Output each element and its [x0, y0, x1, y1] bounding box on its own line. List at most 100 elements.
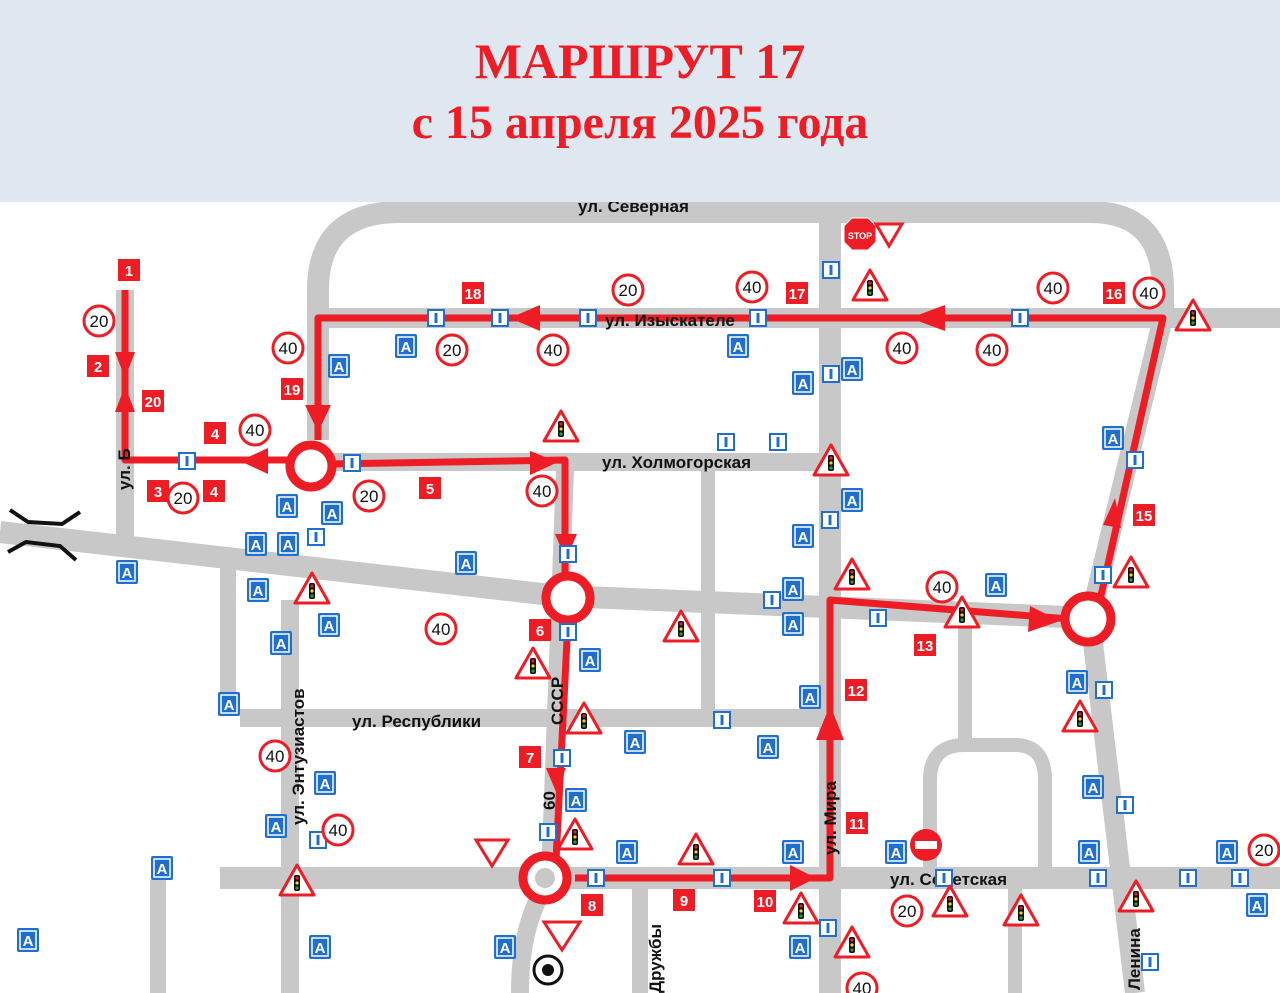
speed-limit-icon: 20	[1247, 833, 1280, 867]
speed-limit-icon: 40	[1132, 276, 1166, 310]
parking-icon: A	[1216, 840, 1238, 864]
route-step-label: 10	[757, 894, 774, 911]
parking-label: A	[795, 940, 806, 957]
traffic-light-warning-icon	[542, 409, 580, 443]
parking-label: A	[315, 940, 326, 957]
street-labels: ул. Северная ул. Изыскателе ул. Холмогор…	[115, 197, 1144, 993]
bus-stop-icon	[178, 452, 196, 470]
parking-icon: A	[727, 334, 749, 358]
parking-icon: A	[782, 577, 804, 601]
arrow-up-12	[816, 705, 844, 740]
speed-limit-icon: 40	[238, 413, 272, 447]
route-step-marker: 11	[846, 812, 868, 834]
bus-stop-icon	[579, 309, 597, 327]
route-step-marker: 10	[754, 890, 776, 912]
route-step-marker: 7	[519, 746, 541, 768]
parking-icon: A	[1066, 670, 1088, 694]
speed-limit-value: 40	[329, 821, 348, 840]
speed-limit-value: 40	[246, 421, 265, 440]
parking-label: A	[282, 499, 293, 516]
parking-icon: A	[841, 488, 863, 512]
traffic-light-warning-icon	[293, 571, 331, 605]
parking-icon: A	[1102, 426, 1124, 450]
parking-label: A	[320, 776, 331, 793]
speed-limit-icon: 40	[925, 570, 959, 604]
parking-icon: A	[616, 840, 638, 864]
parking-icon: A	[841, 357, 863, 381]
parking-label: A	[253, 583, 264, 600]
traffic-light-warning-icon	[833, 557, 871, 591]
parking-icon: A	[799, 685, 821, 709]
speed-limit-icon: 40	[525, 474, 559, 508]
parking-icon: A	[1246, 893, 1268, 917]
arrow-right-10	[790, 865, 816, 891]
parking-label: A	[788, 582, 799, 599]
route-step-marker: 3	[147, 480, 169, 502]
parking-label: A	[630, 735, 641, 752]
parking-icon: A	[17, 928, 39, 952]
parking-label: A	[763, 740, 774, 757]
street-izyskateley: ул. Изыскателе	[605, 311, 735, 330]
traffic-light-warning-icon	[1174, 298, 1212, 332]
route-step-label: 6	[536, 623, 544, 640]
arrow-up-2	[115, 386, 135, 412]
speed-limit-value: 40	[983, 341, 1002, 360]
parking-icon: A	[985, 573, 1007, 597]
traffic-light-warning-icon	[1117, 879, 1155, 913]
street-sssr-bottom: 60	[540, 791, 559, 810]
road-severnaya-loop	[307, 201, 1174, 440]
speed-limit-value: 20	[360, 487, 379, 506]
parking-label: A	[788, 845, 799, 862]
road-main-diagonal	[0, 521, 562, 607]
yield-icons	[473, 222, 905, 953]
bus-stop-icon	[1094, 566, 1112, 584]
speed-limit-icon: 40	[975, 333, 1009, 367]
bus-stop-icon	[1116, 796, 1134, 814]
route-step-marker: 13	[914, 634, 936, 656]
parking-label: A	[847, 493, 858, 510]
route-step-label: 20	[145, 394, 162, 411]
route-step-label: 12	[848, 683, 865, 700]
route-step-label: 4	[211, 426, 220, 443]
arrow-right-5	[530, 451, 558, 475]
traffic-light-warning-icon	[565, 701, 603, 735]
roundabout-east	[1060, 591, 1116, 647]
parking-icon: A	[265, 814, 287, 838]
parking-label: A	[805, 690, 816, 707]
traffic-light-warning-icon	[662, 609, 700, 643]
bus-stop-icon	[427, 309, 445, 327]
speed-limit-value: 20	[90, 312, 109, 331]
bus-stop-icon	[819, 919, 837, 937]
bus-stop-icon	[539, 823, 557, 841]
speed-limit-icon: 40	[424, 612, 458, 646]
traffic-light-warning-icon	[833, 925, 871, 959]
speed-limit-icon: 40	[1036, 271, 1070, 305]
parking-label: A	[251, 537, 262, 554]
bridge-icon	[7, 508, 82, 562]
route-step-label: 8	[588, 898, 596, 915]
parking-label: A	[1088, 780, 1099, 797]
speed-limit-value: 40	[933, 578, 952, 597]
route-step-marker: 16	[1103, 282, 1125, 304]
parking-label: A	[891, 845, 902, 862]
parking-icon: A	[885, 840, 907, 864]
route-step-label: 16	[1106, 286, 1123, 303]
page-subtitle: с 15 апреля 2025 года	[411, 96, 869, 149]
traffic-light-warning-icon	[278, 863, 316, 897]
speed-limit-icon: 40	[321, 813, 355, 847]
parking-icon: A	[624, 730, 646, 754]
parking-icon: A	[270, 631, 292, 655]
parking-label: A	[157, 861, 168, 878]
street-lenina: Ленина	[1125, 928, 1144, 990]
parking-label: A	[798, 376, 809, 393]
speed-limit-value: 20	[174, 489, 193, 508]
bus-stop-icon	[1011, 309, 1029, 327]
roundabout-inner-hub	[535, 868, 555, 888]
parking-label: A	[122, 565, 133, 582]
bus-stop-icon	[587, 869, 605, 887]
speed-limit-icon: 40	[258, 739, 292, 773]
parking-label: A	[1222, 845, 1233, 862]
bus-stop-icon	[559, 623, 577, 641]
